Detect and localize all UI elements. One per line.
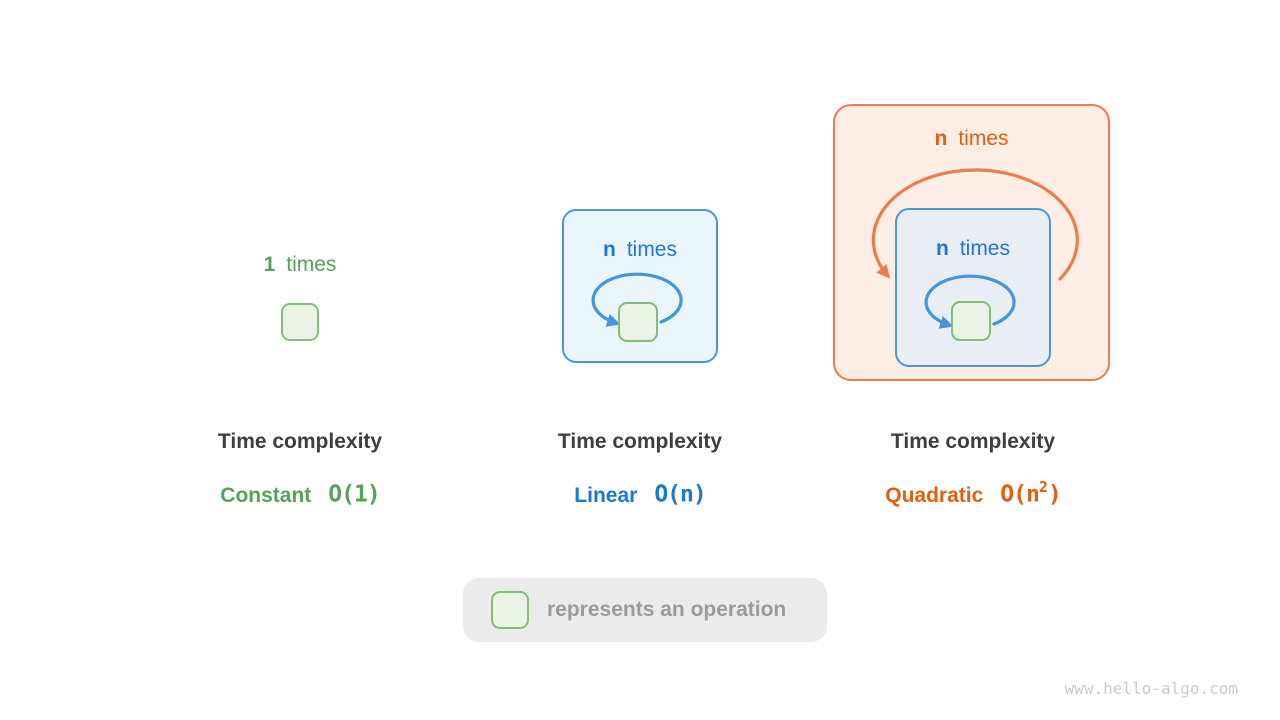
legend-label: represents an operation	[547, 598, 787, 621]
caption-title: Time complexity	[217, 430, 383, 453]
complexity-formula: O(n)	[654, 481, 706, 508]
linear-loop-count-label: n times	[564, 211, 716, 262]
loop-count-word: times	[958, 127, 1009, 150]
linear-loop-box: n times	[562, 209, 718, 363]
operation-square-icon	[491, 591, 529, 629]
caption-title: Time complexity	[557, 430, 723, 453]
quadratic-caption: Time complexity Quadratic O(n2)	[833, 430, 1113, 509]
loop-count-word: times	[959, 237, 1010, 260]
loop-count-value: 1	[263, 253, 276, 276]
loop-count-word: times	[626, 238, 677, 261]
linear-caption: Time complexity Linear O(n)	[500, 430, 780, 509]
complexity-value: Linear O(n)	[500, 475, 780, 509]
watermark: www.hello-algo.com	[1064, 679, 1238, 698]
legend: represents an operation	[463, 578, 827, 642]
constant-caption: Time complexity Constant O(1)	[160, 430, 440, 509]
complexity-name: Linear	[574, 483, 638, 507]
complexity-formula: O(1)	[328, 481, 380, 508]
loop-count-value: n	[602, 238, 616, 261]
complexity-name: Constant	[220, 483, 312, 507]
quadratic-inner-loop-box: n times	[895, 208, 1051, 367]
constant-loop-count-label: 1 times	[200, 253, 400, 277]
operation-square-icon	[281, 303, 319, 341]
complexity-name: Quadratic	[885, 483, 984, 507]
complexity-formula: O(n2)	[1000, 478, 1061, 508]
complexity-value: Quadratic O(n2)	[833, 475, 1113, 509]
quadratic-inner-loop-count-label: n times	[897, 210, 1049, 261]
loop-count-word: times	[286, 253, 337, 276]
loop-count-value: n	[934, 127, 948, 150]
complexity-value: Constant O(1)	[160, 475, 440, 509]
caption-title: Time complexity	[890, 430, 1056, 453]
quadratic-outer-loop-count-label: n times	[835, 106, 1108, 151]
loop-count-value: n	[935, 237, 949, 260]
